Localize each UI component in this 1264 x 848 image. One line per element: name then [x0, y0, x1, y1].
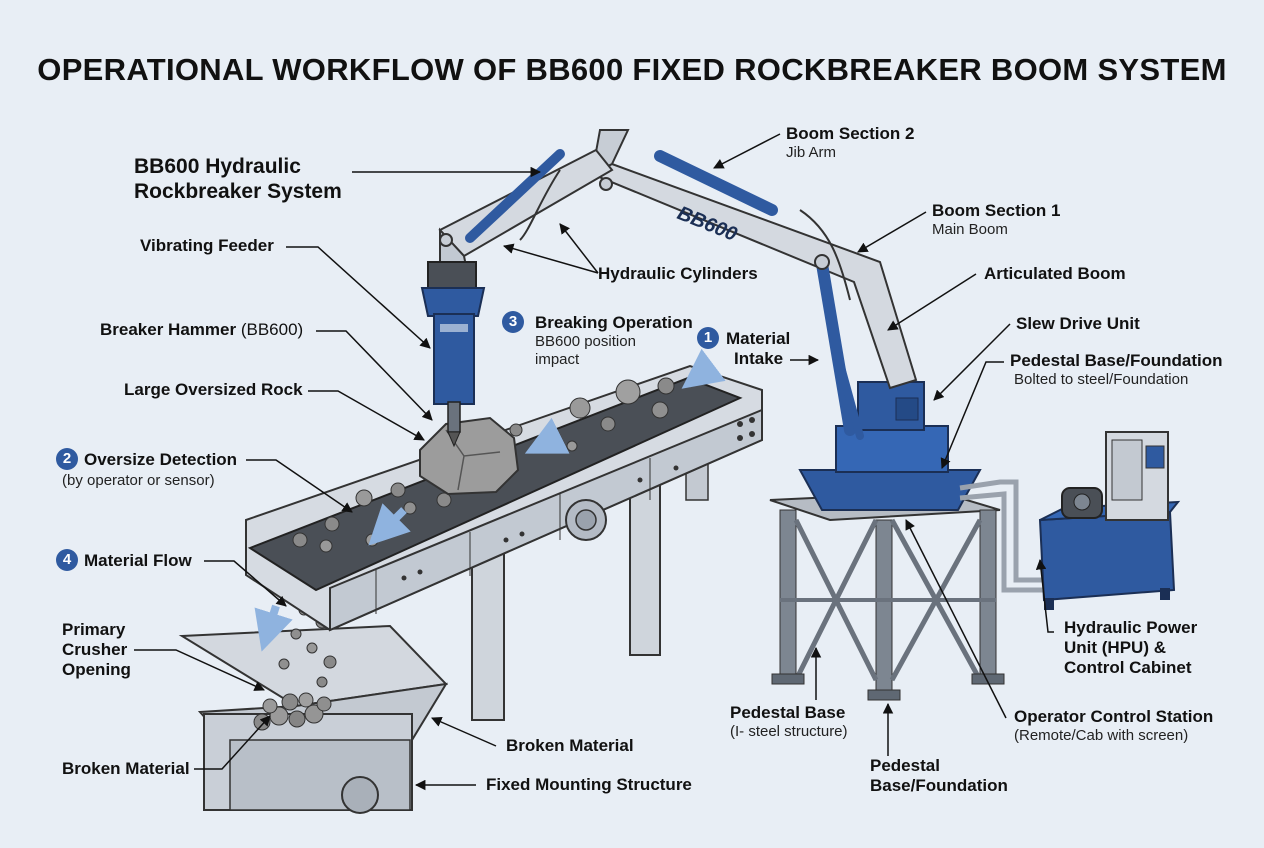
main-boom-label: Main Boom: [932, 221, 1008, 238]
flow-arrows: [254, 348, 726, 652]
pedestal-foundation-bottom-label-1: Pedestal: [870, 756, 940, 775]
breaking-operation-sub1: BB600 position: [535, 333, 636, 350]
vibrating-feeder-label: Vibrating Feeder: [140, 236, 274, 255]
large-oversized-rock: [419, 416, 520, 496]
primary-crusher-label-3: Opening: [62, 660, 131, 679]
step-1-badge: 1: [697, 327, 719, 349]
articulated-boom-label: Articulated Boom: [984, 264, 1126, 283]
pedestal-base-label: Pedestal Base: [730, 703, 846, 722]
hpu-label-2: Unit (HPU) &: [1064, 638, 1166, 657]
breaker-hammer-model: (BB600): [240, 320, 304, 339]
breaker-hammer-label: Breaker Hammer (BB600): [100, 320, 304, 339]
breaking-operation-sub2: impact: [535, 351, 580, 368]
broken-material-left-label: Broken Material: [62, 759, 190, 778]
oversize-detection-sub: (by operator or sensor): [62, 472, 215, 489]
pedestal-foundation-right-sub: Bolted to steel/Foundation: [1014, 371, 1189, 388]
primary-crusher: [178, 624, 449, 814]
pedestal-tower: [769, 490, 1005, 701]
slew-drive-label: Slew Drive Unit: [1016, 314, 1140, 333]
primary-crusher-label-1: Primary: [62, 620, 126, 639]
boom-section-2-label: Boom Section 2: [786, 124, 915, 143]
jib-arm-label: Jib Arm: [786, 144, 837, 161]
system-label-line1: BB600 Hydraulic: [134, 155, 301, 178]
primary-crusher-label-2: Crusher: [62, 640, 128, 659]
boom-section-1-label: Boom Section 1: [932, 201, 1061, 220]
hydraulic-power-unit: [1038, 431, 1181, 610]
operator-station-label: Operator Control Station: [1014, 707, 1214, 726]
breaker-hammer: [420, 261, 486, 448]
pedestal-foundation-bottom-label-2: Base/Foundation: [870, 776, 1008, 795]
step-4-badge: 4: [56, 549, 78, 571]
broken-material-center-label: Broken Material: [506, 736, 634, 755]
oversize-detection-label: Oversize Detection: [84, 450, 238, 469]
slew-drive: [798, 381, 982, 511]
fixed-mounting-label: Fixed Mounting Structure: [486, 775, 692, 794]
operator-station-sub: (Remote/Cab with screen): [1014, 727, 1189, 744]
diagram-title: OPERATIONAL WORKFLOW OF BB600 FIXED ROCK…: [37, 52, 1227, 87]
material-intake-label-2: Intake: [734, 349, 784, 368]
hydraulic-lines: [959, 479, 1044, 593]
hpu-label-3: Control Cabinet: [1064, 658, 1192, 677]
hydraulic-cylinders-label: Hydraulic Cylinders: [598, 264, 758, 283]
large-rock-label: Large Oversized Rock: [124, 380, 303, 399]
pedestal-base-sub: (I- steel structure): [730, 723, 848, 740]
step-2-badge: 2: [56, 448, 78, 470]
articulated-boom: BB600: [438, 129, 918, 440]
pedestal-foundation-right-label: Pedestal Base/Foundation: [1010, 351, 1223, 370]
step-3-badge: 3: [502, 311, 524, 333]
leader-lines: [134, 133, 1054, 791]
system-label-line2: Rockbreaker System: [134, 180, 342, 203]
material-flow-label: Material Flow: [84, 551, 192, 570]
breaking-operation-label: Breaking Operation: [535, 313, 693, 332]
hpu-label-1: Hydraulic Power: [1064, 618, 1198, 637]
material-intake-label-1: Material: [726, 329, 791, 348]
